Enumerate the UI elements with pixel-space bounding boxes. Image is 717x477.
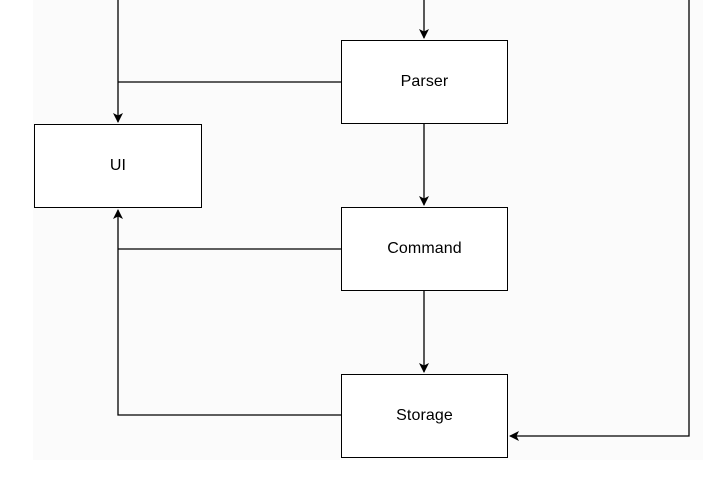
parser-node-label: Parser bbox=[400, 73, 449, 90]
edge-right-to-storage bbox=[509, 0, 690, 441]
storage-node-label: Storage bbox=[396, 407, 453, 424]
storage-node: Storage bbox=[341, 374, 508, 458]
parser-node: Parser bbox=[341, 40, 508, 124]
ui-node-label: UI bbox=[109, 157, 127, 174]
ui-node: UI bbox=[34, 124, 202, 208]
edge-storage-to-ui bbox=[113, 209, 341, 416]
command-node-label: Command bbox=[387, 240, 462, 257]
command-node: Command bbox=[341, 207, 508, 291]
